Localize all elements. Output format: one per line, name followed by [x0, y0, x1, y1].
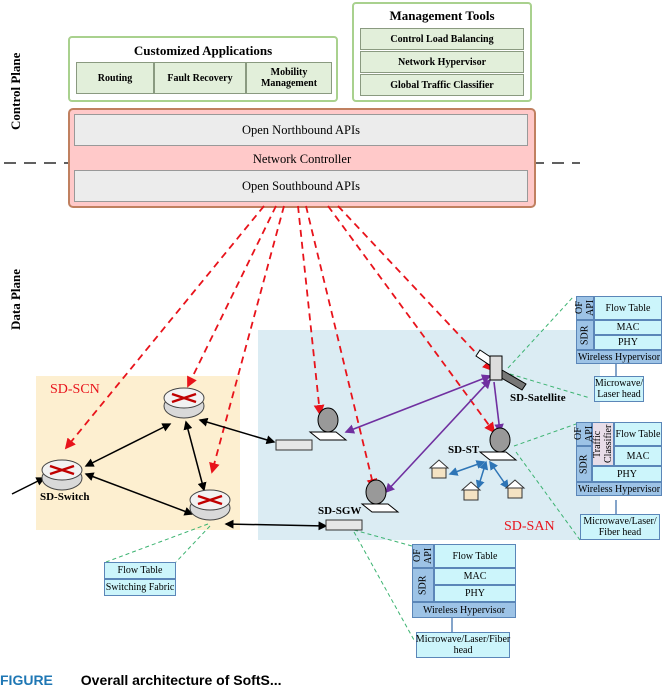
- terminal-link: [489, 460, 509, 490]
- customized-applications-box: Customized Applications Routing Fault Re…: [68, 36, 338, 102]
- control-link: [337, 205, 494, 372]
- switch-flow-table: Flow Table: [104, 562, 176, 579]
- ground-station-dish-icon[interactable]: [308, 407, 348, 441]
- sd-sgw-label: SD-SGW: [318, 505, 362, 517]
- callout-line: [353, 529, 413, 547]
- sd-gateway-dish-icon[interactable]: [360, 479, 400, 513]
- satellite-link: [384, 378, 492, 494]
- st-traffic-classifier: Traffic Classifier: [592, 422, 614, 466]
- terminal-link: [475, 460, 489, 490]
- app-fault-recovery[interactable]: Fault Recovery: [154, 62, 246, 94]
- sat-mac: MAC: [594, 320, 662, 335]
- callout-line: [175, 525, 211, 563]
- sd-switch-label: SD-Switch: [40, 491, 90, 503]
- terrestrial-link: [84, 423, 172, 467]
- terrestrial-link: [183, 420, 207, 492]
- callout-line: [515, 451, 581, 541]
- sgw-mac: MAC: [434, 568, 516, 585]
- northbound-apis[interactable]: Open Northbound APIs: [74, 114, 528, 146]
- terrestrial-link: [224, 519, 328, 531]
- sd-scn-label: SD-SCN: [50, 382, 100, 397]
- st-head: Microwave/Laser/ Fiber head: [580, 514, 660, 540]
- st-flow-table: Flow Table: [614, 422, 662, 446]
- app-routing[interactable]: Routing: [76, 62, 154, 94]
- tool-global-traffic-classifier[interactable]: Global Traffic Classifier: [360, 74, 524, 96]
- terrestrial-link: [11, 477, 46, 495]
- sd-st-label: SD-ST: [448, 444, 480, 456]
- router-icon[interactable]: [189, 489, 231, 521]
- sat-wireless-hypervisor: Wireless Hypervisor: [576, 350, 662, 364]
- figure-label: FIGURE: [0, 672, 53, 688]
- control-link: [187, 205, 277, 388]
- control-link: [209, 205, 285, 474]
- sgw-wireless-hypervisor: Wireless Hypervisor: [412, 602, 516, 618]
- tool-network-hypervisor[interactable]: Network Hypervisor: [360, 51, 524, 73]
- sgw-of-api: OF API: [412, 544, 434, 568]
- sat-of-api: OF API: [574, 296, 596, 320]
- gateway-switch-icon[interactable]: [325, 519, 363, 531]
- terrestrial-link: [84, 472, 194, 516]
- sgw-head: Microwave/Laser/Fiber head: [415, 632, 511, 658]
- terminal-link: [448, 460, 486, 476]
- sat-head: Microwave/ Laser head: [594, 376, 644, 402]
- satellite-link: [493, 381, 504, 434]
- sat-sdr: SDR: [576, 320, 594, 350]
- st-mac: MAC: [614, 446, 662, 466]
- switch-switching-fabric: Switching Fabric: [104, 579, 176, 596]
- sat-phy: PHY: [594, 335, 662, 350]
- sgw-sdr: SDR: [412, 568, 434, 602]
- sgw-flow-table: Flow Table: [434, 544, 516, 568]
- control-link: [305, 205, 378, 490]
- customized-applications-title: Customized Applications: [133, 43, 273, 58]
- sd-satellite-label: SD-Satellite: [510, 392, 566, 404]
- satellite-icon[interactable]: [475, 349, 527, 391]
- router-icon[interactable]: [41, 459, 83, 491]
- callout-line: [513, 423, 577, 447]
- st-wireless-hypervisor: Wireless Hypervisor: [576, 482, 662, 496]
- network-controller-label: Network Controller: [252, 152, 352, 166]
- callout-line: [105, 523, 209, 563]
- st-sdr: SDR: [576, 446, 592, 482]
- gateway-switch-icon[interactable]: [275, 439, 313, 451]
- control-link: [297, 205, 325, 416]
- terrestrial-link: [198, 417, 276, 445]
- network-controller-box: Open Northbound APIs Network Controller …: [68, 108, 536, 208]
- figure-caption: FIGURE Overall architecture of SoftS...: [0, 672, 282, 688]
- management-tools-box: Management Tools Control Load Balancing …: [352, 2, 532, 102]
- control-link: [64, 205, 265, 450]
- callout-line: [507, 295, 575, 369]
- sd-terminal-dish-icon[interactable]: [478, 427, 518, 461]
- sgw-phy: PHY: [434, 585, 516, 602]
- st-of-api: OF API: [573, 422, 595, 446]
- house-icon: [460, 481, 482, 501]
- sat-flow-table: Flow Table: [594, 296, 662, 320]
- router-icon[interactable]: [163, 387, 205, 419]
- switch-stack: Flow Table Switching Fabric: [104, 562, 176, 596]
- southbound-apis[interactable]: Open Southbound APIs: [74, 170, 528, 202]
- tool-control-load-balancing[interactable]: Control Load Balancing: [360, 28, 524, 50]
- house-icon: [504, 479, 526, 499]
- management-tools-title: Management Tools: [389, 8, 495, 23]
- sd-san-label: SD-SAN: [504, 519, 555, 534]
- callout-line: [353, 531, 415, 641]
- figure-text: Overall architecture of SoftS...: [80, 672, 282, 688]
- app-mobility-management[interactable]: Mobility Management: [246, 62, 332, 94]
- st-phy: PHY: [592, 466, 662, 482]
- house-icon: [428, 459, 450, 479]
